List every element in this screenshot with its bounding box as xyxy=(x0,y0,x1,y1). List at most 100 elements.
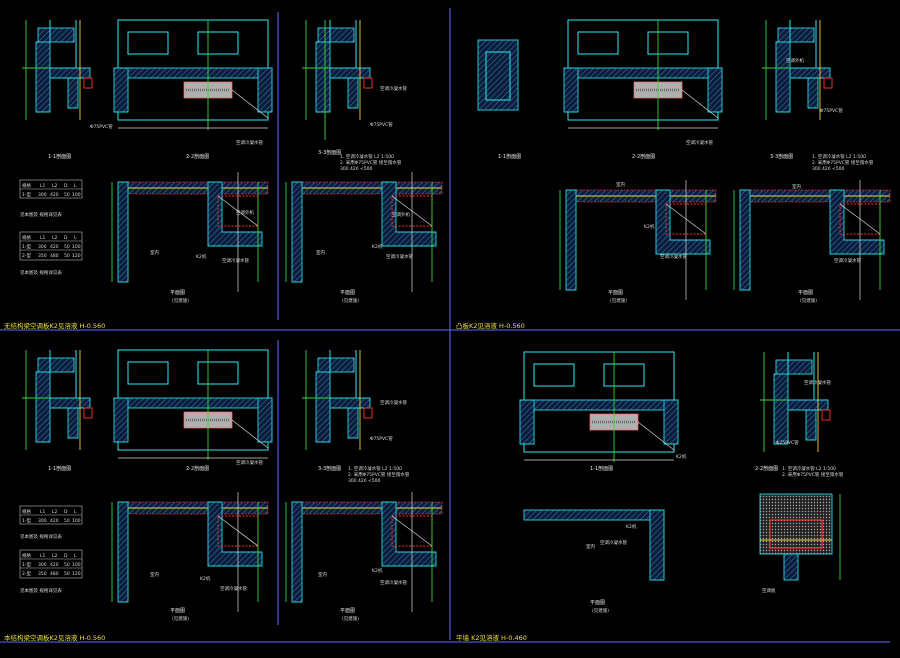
callout-room-f: 室内 xyxy=(586,543,595,550)
note-b-1: 1. 空调冷凝水管 L2 1:500 xyxy=(340,153,394,160)
note-left-a2: 见本图及 规格详见表 xyxy=(20,269,62,276)
label-1-1-d: 1-1剖面图 xyxy=(48,465,71,472)
label-3-3-b: 3-3剖面图 xyxy=(318,149,341,156)
callout-room-c: 室内 xyxy=(616,181,625,188)
svg-text:L2: L2 xyxy=(52,553,58,559)
svg-text:L: L xyxy=(74,183,77,189)
callout-pipe-c2: 空调冷凝水管 xyxy=(660,253,687,260)
plan-label-e: 平面图 xyxy=(340,608,355,614)
callout-room-e: 室内 xyxy=(318,571,327,578)
note-f-2: 2. 采用Φ75PVC管 接至雨水管 xyxy=(782,471,844,478)
callout-pvc-a: Φ75PVC管 xyxy=(90,123,113,130)
plan-ref-d: (见建施) xyxy=(172,615,189,622)
note-b-3: 300 420 <500 xyxy=(340,166,373,172)
callout-unit-f2: K2机 xyxy=(676,453,687,460)
svg-text:L2: L2 xyxy=(52,509,58,515)
callout-pipe-d2: 空调冷凝水管 xyxy=(220,585,247,592)
sheet-title-c: 凸板K2见溶液 H-0.560 xyxy=(456,321,525,330)
callout-pipe-a: 空调冷凝水管 xyxy=(236,139,263,146)
note-c-1: 1. 空调冷凝水管 L2 1:500 xyxy=(812,153,866,160)
sheet-title-d: 本结构梁空调板K2见溶液 H-0.560 xyxy=(4,633,105,642)
legend-table-d2: 规格 L1 L2 D L 1-型 300 420 50 100 2-型 350 … xyxy=(22,552,81,577)
callout-pvc-b: Φ75PVC管 xyxy=(370,121,393,128)
svg-text:L: L xyxy=(74,509,77,515)
label-2-2-c: 2-2剖面图 xyxy=(632,153,655,160)
svg-text:120: 120 xyxy=(72,253,81,259)
svg-text:120: 120 xyxy=(72,571,81,577)
svg-text:50: 50 xyxy=(64,253,70,259)
callout-unit-f: K2机 xyxy=(626,523,637,530)
callout-pipe-b: 空调冷凝水管 xyxy=(380,85,407,92)
svg-text:300: 300 xyxy=(38,192,47,198)
svg-text:300: 300 xyxy=(38,518,47,524)
svg-text:L: L xyxy=(74,235,77,241)
svg-text:L1: L1 xyxy=(40,183,46,189)
panel-c xyxy=(477,18,891,301)
plan-ref-a: (见建施) xyxy=(172,297,189,304)
note-b-2: 2. 采用Φ75PVC管 接至雨水管 xyxy=(340,159,402,166)
plan-label-b: 平面图 xyxy=(340,290,355,296)
label-1-1-c: 1-1剖面图 xyxy=(498,153,521,160)
plan-ref-e: (见建施) xyxy=(342,615,359,622)
svg-text:1-型: 1-型 xyxy=(22,517,31,524)
label-2-2-f: 2-2剖面图 xyxy=(755,465,778,472)
plan-ref-b: (见建施) xyxy=(342,297,359,304)
callout-pvc-c: Φ75PVC管 xyxy=(820,107,843,114)
callout-unit-e: K2机 xyxy=(372,567,383,574)
label-3-3-e: 3-3剖面图 xyxy=(318,465,341,472)
callout-pvc-e: Φ75PVC管 xyxy=(370,435,393,442)
note-left-a: 见本图及 规格详见表 xyxy=(20,211,62,218)
svg-text:D: D xyxy=(64,235,68,241)
callout-pipe-f2: 空调冷凝水管 xyxy=(600,539,627,546)
plan-label-f: 平面图 xyxy=(590,600,605,606)
svg-text:350: 350 xyxy=(38,253,47,259)
plan-ref-f: (见建施) xyxy=(592,607,609,614)
svg-text:420: 420 xyxy=(50,562,59,568)
svg-text:100: 100 xyxy=(72,518,81,524)
sheet-title-a: 无结构梁空调板K2见溶液 H-0.560 xyxy=(4,321,105,330)
note-e-2: 2. 采用Φ75PVC管 接至雨水管 xyxy=(348,471,410,478)
svg-text:规格: 规格 xyxy=(22,182,31,189)
svg-text:350: 350 xyxy=(38,571,47,577)
svg-text:420: 420 xyxy=(50,518,59,524)
callout-outdoor-b: 空调外机 xyxy=(392,211,410,218)
svg-text:420: 420 xyxy=(50,244,59,250)
svg-text:2-型: 2-型 xyxy=(22,570,31,577)
svg-text:L2: L2 xyxy=(52,183,58,189)
svg-text:L1: L1 xyxy=(40,553,46,559)
label-1-1-a: 1-1剖面图 xyxy=(48,153,71,160)
svg-text:D: D xyxy=(64,553,68,559)
panel-f xyxy=(518,350,841,581)
plan-label-d: 平面图 xyxy=(170,608,185,614)
callout-pipe-c: 空调冷凝水管 xyxy=(686,139,713,146)
svg-text:规格: 规格 xyxy=(22,508,31,515)
legend-table-a: 规格 L1 L2 D L 1-型 300 420 50 100 xyxy=(22,182,81,198)
callout-pvc-f: Φ75PVC管 xyxy=(776,439,799,446)
callout-pipe-e2: 空调冷凝水管 xyxy=(380,579,407,586)
label-3-3-c: 3-3剖面图 xyxy=(770,153,793,160)
callout-room-a: 室内 xyxy=(150,249,159,256)
svg-text:50: 50 xyxy=(64,192,70,198)
plan-label-c2: 平面图 xyxy=(798,290,813,296)
callout-pipe-b2: 空调冷凝水管 xyxy=(386,253,413,260)
svg-text:L2: L2 xyxy=(52,235,58,241)
svg-text:50: 50 xyxy=(64,518,70,524)
svg-text:480: 480 xyxy=(50,571,59,577)
callout-room-d: 室内 xyxy=(150,571,159,578)
svg-text:1-型: 1-型 xyxy=(22,561,31,568)
label-2-2-d: 2-2剖面图 xyxy=(186,465,209,472)
plan-label-c: 平面图 xyxy=(608,290,623,296)
svg-text:规格: 规格 xyxy=(22,552,31,559)
callout-unit-d: K2机 xyxy=(200,575,211,582)
callout-outdoor-a: 空调外机 xyxy=(236,209,254,216)
callout-outdoor-c: 空调外机 xyxy=(786,57,804,64)
plan-ref-c2: (见建施) xyxy=(800,297,817,304)
callout-unit-b: K2机 xyxy=(372,243,383,250)
svg-text:50: 50 xyxy=(64,244,70,250)
svg-text:D: D xyxy=(64,509,68,515)
svg-text:1-型: 1-型 xyxy=(22,243,31,250)
svg-text:D: D xyxy=(64,183,68,189)
svg-text:L1: L1 xyxy=(40,235,46,241)
callout-pipe-d: 空调冷凝水管 xyxy=(236,459,263,466)
